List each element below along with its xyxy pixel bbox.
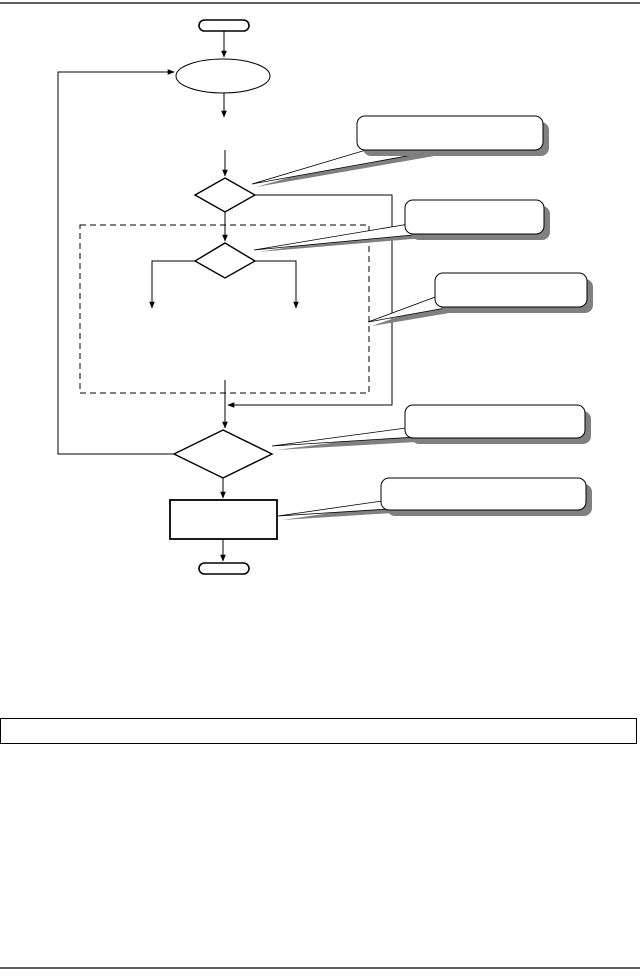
line-outer-bypass (227, 194, 393, 408)
init-ellipse (175, 58, 271, 94)
loop-decision (172, 429, 274, 479)
callout-2 (253, 199, 550, 252)
callout-4 (271, 404, 591, 450)
line-inner-right (255, 260, 299, 309)
decision-inner (193, 242, 257, 279)
line-inner-left (149, 260, 195, 309)
decision-outer (193, 177, 257, 213)
connectors (57, 31, 393, 562)
line-loop-back (57, 69, 175, 455)
callout-3 (367, 272, 593, 326)
result-process (169, 499, 278, 540)
start-terminal (198, 19, 250, 32)
callout-1 (251, 115, 549, 187)
end-terminal (198, 562, 250, 575)
callout-5 (277, 477, 592, 520)
caption-box (0, 718, 637, 744)
